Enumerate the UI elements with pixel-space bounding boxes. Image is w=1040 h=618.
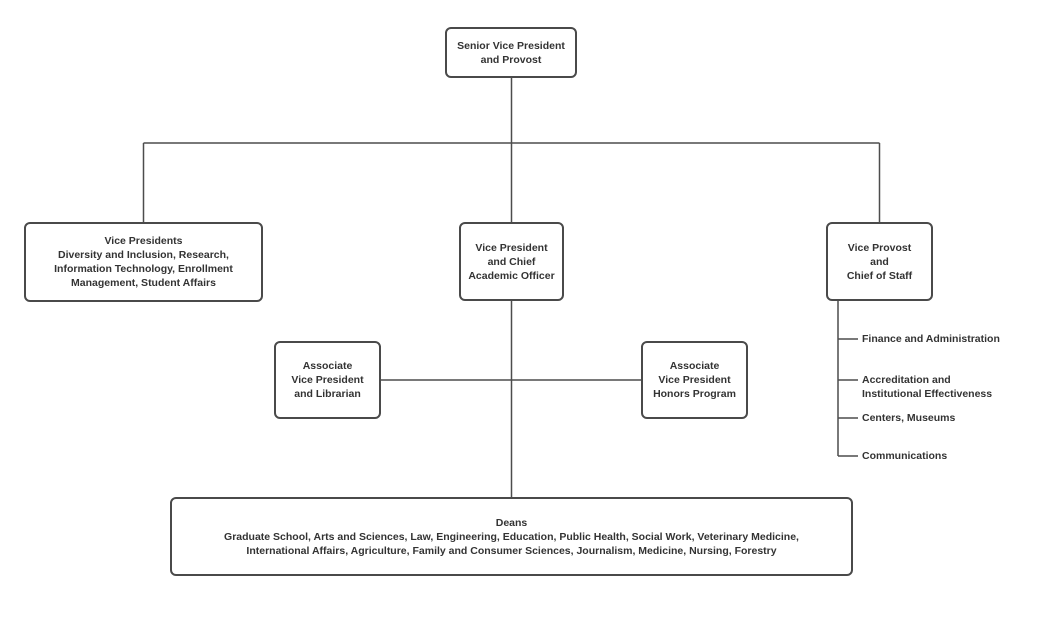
node-deans: Deans Graduate School, Arts and Sciences… <box>170 497 853 576</box>
staff-item-communications: Communications <box>862 450 948 462</box>
node-vice-presidents: Vice Presidents Diversity and Inclusion,… <box>24 222 263 302</box>
node-senior-vice-president-provost: Senior Vice President and Provost <box>445 27 577 78</box>
node-vice-provost-chief-of-staff: Vice Provost and Chief of Staff <box>826 222 933 301</box>
staff-item-finance-and-administration: Finance and Administration <box>862 333 1000 345</box>
node-avp-honors-program: Associate Vice President Honors Program <box>641 341 748 419</box>
node-vp-chief-academic-officer: Vice President and Chief Academic Office… <box>459 222 564 301</box>
staff-item-accreditation: Accreditation and Institutional Effectiv… <box>862 374 993 400</box>
node-avp-librarian: Associate Vice President and Librarian <box>274 341 381 419</box>
staff-item-centers-museums: Centers, Museums <box>862 412 956 424</box>
